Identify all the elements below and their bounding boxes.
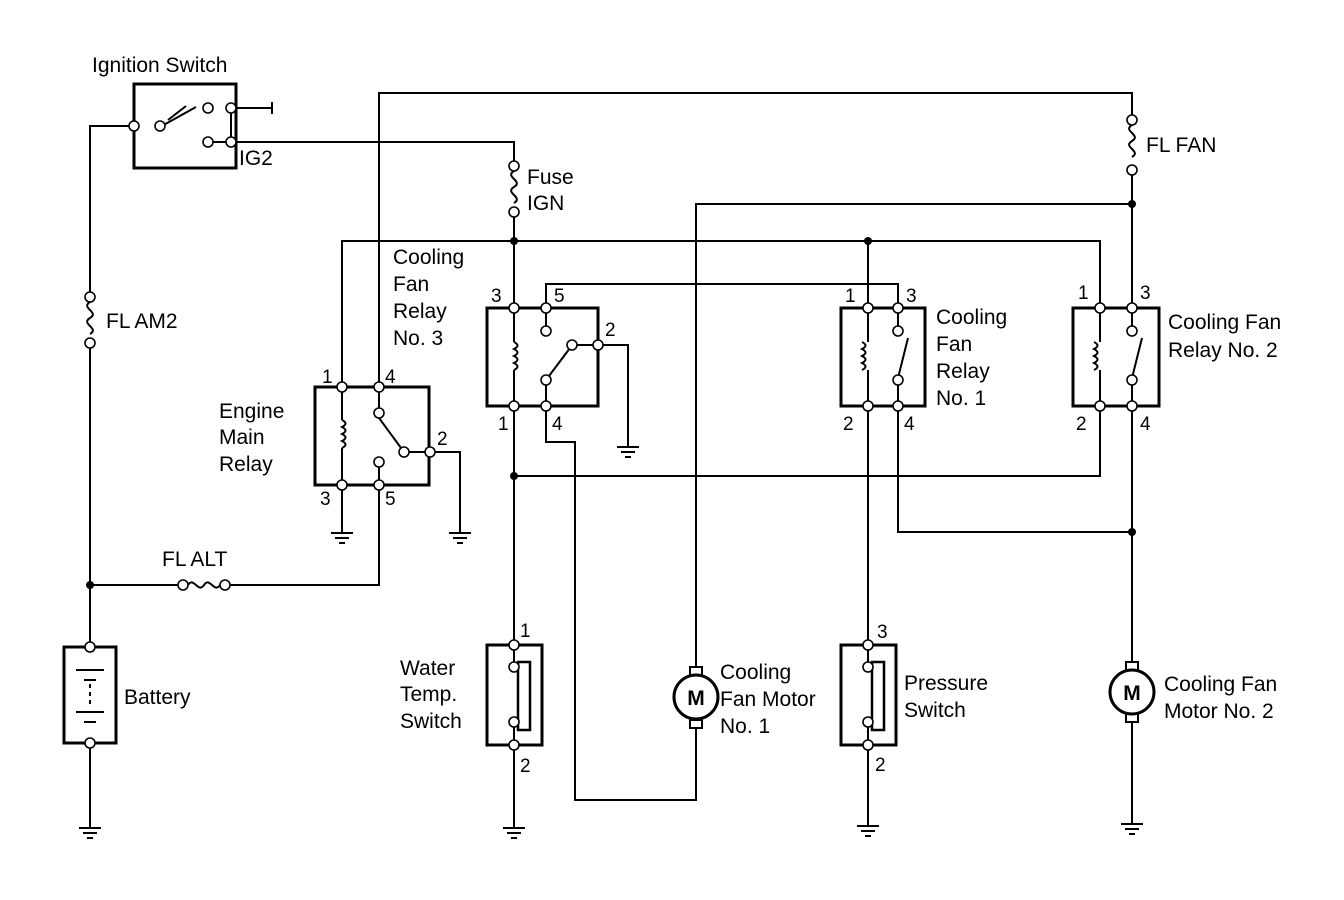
fuse-fl-fan: FL FAN <box>1126 114 1216 176</box>
engine-main-relay: Engine Main Relay 1 4 2 3 5 <box>219 367 448 510</box>
ground-icon <box>616 446 640 458</box>
cooling-fan-relay-3: Cooling Fan Relay No. 3 3 5 2 1 4 <box>393 246 616 435</box>
cfr1-label-1: Cooling <box>936 306 1007 329</box>
emr-pin-2: 2 <box>437 429 448 450</box>
cfr2-pin-3: 3 <box>1140 283 1151 304</box>
junction-dots <box>86 200 1136 589</box>
wts-label-2: Temp. <box>400 683 457 706</box>
ground-icon <box>330 532 354 544</box>
cfr3-label-1: Cooling <box>393 246 464 269</box>
ps-label-1: Pressure <box>904 672 988 695</box>
fuse-ign: Fuse IGN <box>508 160 574 218</box>
fuse-ign-label-2: IGN <box>527 192 564 215</box>
cfr1-pin-1: 1 <box>845 286 856 307</box>
cooling-fan-relay-1: Cooling Fan Relay No. 1 1 3 2 4 <box>839 286 1007 435</box>
cfr2-pin-4: 4 <box>1140 414 1151 435</box>
cfr1-pin-4: 4 <box>904 414 915 435</box>
fuse-fl-alt: FL ALT <box>162 548 231 591</box>
ground-icon <box>448 532 472 544</box>
motor1-label-2: Fan Motor <box>720 688 816 711</box>
ignition-switch: Ignition Switch IG2 <box>92 54 273 170</box>
cfr3-label-4: No. 3 <box>393 327 443 350</box>
ground-icon <box>78 827 102 839</box>
emr-pin-5: 5 <box>385 489 396 510</box>
emr-pin-4: 4 <box>385 367 396 388</box>
fuse-fl-am2: FL AM2 <box>84 291 178 349</box>
cfr1-label-4: No. 1 <box>936 387 986 410</box>
ground-icon <box>1120 823 1144 835</box>
cooling-fan-motor-1: M Cooling Fan Motor No. 1 <box>672 661 816 738</box>
cfr3-pin-4: 4 <box>552 414 563 435</box>
ps-pin-2: 2 <box>875 755 886 776</box>
cfr1-pin-2: 2 <box>843 414 854 435</box>
battery: Battery <box>62 641 191 749</box>
wts-label-1: Water <box>400 657 455 680</box>
ground-symbols <box>78 446 1144 839</box>
battery-label: Battery <box>124 686 191 709</box>
cfr3-label-2: Fan <box>393 273 429 296</box>
cfr2-label-1: Cooling Fan <box>1168 311 1281 334</box>
emr-pin-1: 1 <box>322 367 333 388</box>
emr-label-3: Relay <box>219 453 273 476</box>
wts-pin-2: 2 <box>520 756 531 777</box>
ig2-label: IG2 <box>239 147 273 170</box>
cfr3-pin-1: 1 <box>498 414 509 435</box>
emr-pin-3: 3 <box>320 489 331 510</box>
wts-label-3: Switch <box>400 710 462 733</box>
cfr1-pin-3: 3 <box>906 286 917 307</box>
ignition-switch-label: Ignition Switch <box>92 54 227 77</box>
cfr2-pin-2: 2 <box>1076 414 1087 435</box>
water-temp-switch: Water Temp. Switch 1 2 <box>400 621 544 777</box>
fl-am2-label: FL AM2 <box>106 310 178 333</box>
cfr3-pin-5: 5 <box>554 286 565 307</box>
cfr2-pin-1: 1 <box>1078 283 1089 304</box>
ground-icon <box>856 825 880 837</box>
ground-icon <box>502 827 526 839</box>
cfr2-label-2: Relay No. 2 <box>1168 339 1278 362</box>
ps-pin-3: 3 <box>877 622 888 643</box>
motor1-label-3: No. 1 <box>720 715 770 738</box>
fl-fan-label: FL FAN <box>1146 134 1216 157</box>
ps-label-2: Switch <box>904 699 966 722</box>
cooling-fan-motor-2: M Cooling Fan Motor No. 2 <box>1108 661 1277 723</box>
motor2-label-1: Cooling Fan <box>1164 673 1277 696</box>
emr-label-2: Main <box>219 426 265 449</box>
cfr3-pin-2: 2 <box>605 320 616 341</box>
pressure-switch: Pressure Switch 3 2 <box>839 622 988 776</box>
motor1-label-1: Cooling <box>720 661 791 684</box>
cfr3-pin-3: 3 <box>491 286 502 307</box>
fuse-ign-label-1: Fuse <box>527 166 574 189</box>
motor2-label-2: Motor No. 2 <box>1164 700 1274 723</box>
motor1-symbol: M <box>687 687 705 710</box>
emr-label-1: Engine <box>219 400 284 423</box>
cfr3-label-3: Relay <box>393 300 447 323</box>
cfr1-label-2: Fan <box>936 333 972 356</box>
motor2-symbol: M <box>1123 682 1141 705</box>
wts-pin-1: 1 <box>520 621 531 642</box>
wires <box>89 92 1133 828</box>
cooling-fan-relay-2: Cooling Fan Relay No. 2 1 3 2 4 <box>1071 283 1281 435</box>
fl-alt-label: FL ALT <box>162 548 228 571</box>
cfr1-label-3: Relay <box>936 360 990 383</box>
